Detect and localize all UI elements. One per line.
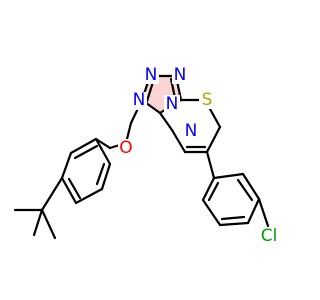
atom-n4: N (166, 94, 179, 114)
bond-layer (13, 74, 270, 240)
atom-o: O (119, 138, 132, 158)
atom-n5: N (185, 121, 198, 141)
atom-cl: Cl (261, 226, 278, 246)
structure-canvas: N N N N N S O Cl (13, 65, 280, 246)
atom-n2: N (145, 65, 158, 85)
molecule-structure: N N N N N S O Cl (13, 65, 280, 246)
atom-n1: N (133, 90, 146, 110)
atom-s: S (202, 90, 213, 110)
atom-labels: N N N N N S O Cl (118, 65, 280, 246)
atom-n3: N (174, 65, 187, 85)
